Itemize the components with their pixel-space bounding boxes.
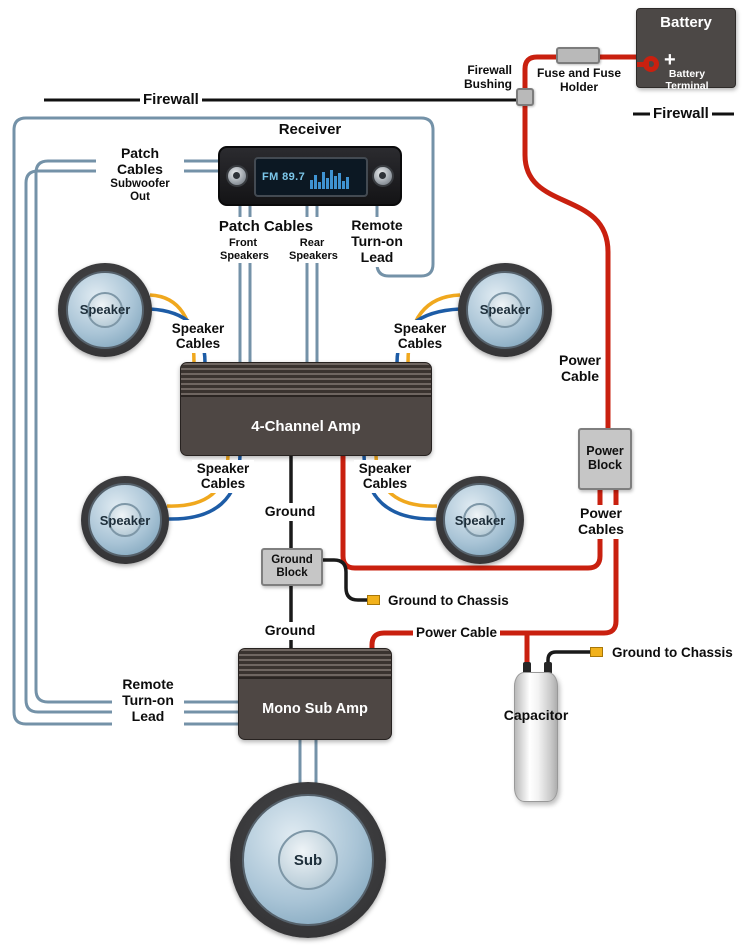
battery: Battery + Battery Terminal (636, 8, 736, 91)
battery-terminal-label: Battery Terminal (665, 68, 709, 92)
subwoofer-cone: Sub (242, 794, 374, 926)
capacitor-positive-post-icon (523, 662, 531, 674)
speaker-label: Speaker (454, 512, 506, 528)
power-cable-label-top: Power Cable (558, 352, 601, 384)
speaker-cone: Speaker (65, 270, 145, 350)
firewall-label-right: Firewall (650, 104, 712, 124)
speaker-cone: Speaker (465, 270, 545, 350)
mono-sub-amp-label: Mono Sub Amp (262, 701, 368, 717)
speaker-cone: Speaker (88, 483, 162, 557)
heatsink-fins-icon (181, 363, 431, 397)
subwoofer-patch-cable-1 (34, 159, 240, 704)
speaker-dustcap-icon (487, 292, 523, 328)
subwoofer-out-title: Patch Cables (117, 145, 163, 177)
ground-label-upper: Ground (259, 503, 321, 521)
subwoofer-out-subtitle: Subwoofer Out (110, 177, 170, 204)
speaker-cone: Speaker (443, 483, 517, 557)
battery-plus-symbol: + (664, 49, 676, 71)
speaker-label: Speaker (479, 302, 531, 318)
speaker-rear-left: Speaker (81, 476, 169, 564)
speaker-dustcap-icon (87, 292, 123, 328)
speaker-dustcap-icon (463, 503, 497, 537)
remote-turn-on-label-top: Remote Turn-on Lead (346, 217, 408, 267)
ground-to-chassis-label-right: Ground to Chassis (612, 645, 733, 660)
speaker-front-right: Speaker (458, 263, 552, 357)
subwoofer-out-label: Patch Cables Subwoofer Out (96, 145, 184, 206)
capacitor (514, 672, 558, 802)
spectrum-bars-icon (310, 165, 350, 189)
patch-cables-label: Patch Cables (212, 217, 320, 237)
radio-station-readout: FM 89.7 (262, 171, 306, 183)
speaker-label: Speaker (79, 302, 131, 318)
four-channel-amp: 4-Channel Amp (180, 362, 432, 456)
subwoofer-patch-cable-2 (24, 169, 240, 714)
chassis-terminal-icon (590, 647, 603, 657)
ground-wire-capacitor-to-chassis (546, 650, 590, 666)
tuner-knob-icon (372, 165, 394, 187)
remote-turn-on-label-bottom: Remote Turn-on Lead (112, 676, 184, 726)
subwoofer: Sub (230, 782, 386, 938)
ground-label-lower: Ground (259, 622, 321, 640)
volume-knob-icon (226, 165, 248, 187)
chassis-terminal-icon (367, 595, 380, 605)
fuse-holder (556, 47, 600, 64)
capacitor-negative-post-icon (544, 662, 552, 674)
power-cable-label-bottom: Power Cable (413, 624, 501, 642)
receiver-display: FM 89.7 (254, 157, 368, 197)
heatsink-fins-icon (239, 649, 391, 679)
receiver: FM 89.7 (218, 146, 402, 206)
firewall-bushing (516, 88, 534, 106)
rear-speakers-label: Rear Speakers (286, 236, 338, 264)
mono-sub-amp: Mono Sub Amp (238, 648, 392, 740)
four-channel-amp-label: 4-Channel Amp (251, 417, 361, 435)
firewall-label-left: Firewall (140, 90, 202, 110)
ground-to-chassis-label-left: Ground to Chassis (388, 593, 509, 608)
battery-label: Battery (660, 14, 712, 31)
speaker-cables-label-rear-left: Speaker Cables (192, 460, 254, 493)
front-speakers-label: Front Speakers (217, 236, 269, 264)
power-block: Power Block (578, 428, 632, 490)
speaker-cables-label-front-right: Speaker Cables (389, 320, 451, 353)
speaker-dustcap-icon (108, 503, 142, 537)
power-cables-label: Power Cables (570, 505, 632, 539)
speaker-front-left: Speaker (58, 263, 152, 357)
power-cable-main (522, 54, 650, 430)
power-cable-to-4channel-amp (340, 456, 603, 571)
remote-turn-on-lead-wire (12, 116, 435, 726)
speaker-rear-right: Speaker (436, 476, 524, 564)
firewall-bushing-label: Firewall Bushing (464, 63, 512, 91)
ground-block: Ground Block (261, 548, 323, 586)
speaker-cables-label-rear-right: Speaker Cables (354, 460, 416, 493)
subwoofer-dustcap-icon (277, 829, 339, 891)
receiver-label: Receiver (260, 120, 360, 140)
ground-wire-block-to-chassis (322, 558, 368, 602)
speaker-label: Speaker (99, 512, 151, 528)
fuse-holder-label: Fuse and Fuse Holder (536, 66, 622, 94)
battery-terminal-icon (643, 56, 659, 72)
capacitor-label: Capacitor (503, 707, 569, 723)
speaker-cables-label-front-left: Speaker Cables (167, 320, 229, 353)
subwoofer-label: Sub (293, 851, 323, 869)
